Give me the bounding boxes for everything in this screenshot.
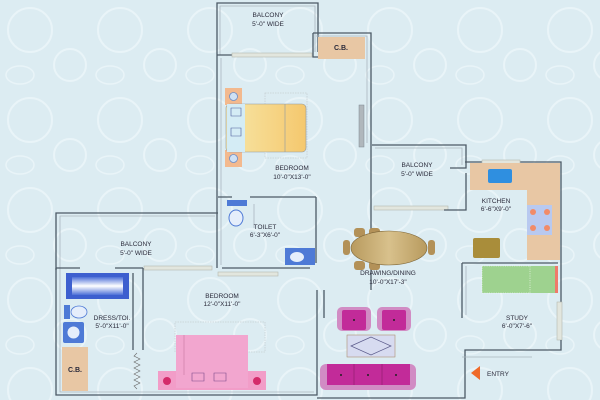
study-size: 6'-0"X7'-6" <box>502 323 533 330</box>
toilet-fixtures <box>227 200 315 265</box>
bedroom-top-size: 10'-0"X13'-0" <box>273 174 311 181</box>
dress-toilet-name: DRESS/TOI. <box>94 315 131 322</box>
bedroom-bottom-name: BEDROOM <box>205 293 239 300</box>
balcony-mid-name: BALCONY <box>401 162 433 169</box>
kitchen-name: KITCHEN <box>482 198 511 205</box>
window-left-balcony <box>143 265 213 271</box>
toilet-name: TOILET <box>254 224 277 231</box>
cupboard-bottom <box>62 347 88 391</box>
balcony-top-name: BALCONY <box>252 12 284 19</box>
cb-top-label: C.B. <box>334 45 348 52</box>
balcony-left-name: BALCONY <box>120 241 152 248</box>
study-desk <box>481 265 558 294</box>
door-top-bedroom <box>358 104 365 148</box>
window-study <box>556 301 563 341</box>
drawing-dining-size: 10'-0"X17'-3" <box>369 279 407 286</box>
toilet-size: 6'-3"X6'-0" <box>250 232 281 239</box>
drawing-dining-name: DRAWING/DINING <box>360 270 416 277</box>
sliding-curtain <box>133 352 141 390</box>
entry-arrow-icon <box>471 366 480 380</box>
room-labels: BALCONY 5'-0" WIDE C.B. BEDROOM 10'-0"X1… <box>68 12 533 378</box>
bed-top-bedroom <box>225 88 308 167</box>
kitchen-counter <box>470 163 560 260</box>
cupboard-top <box>318 37 365 59</box>
balcony-mid-size: 5'-0" WIDE <box>401 171 433 178</box>
balcony-left-size: 5'-0" WIDE <box>120 250 152 257</box>
cb-bottom-label: C.B. <box>68 367 82 374</box>
dress-toilet-size: 5'-0"X11'-0" <box>95 323 129 330</box>
dress-toilet-fixtures <box>62 273 141 391</box>
entry-label: ENTRY <box>487 371 510 378</box>
bedroom-top-name: BEDROOM <box>275 165 309 172</box>
walls <box>55 2 563 399</box>
bedroom-bottom-size: 12'-0"X11'-0" <box>204 301 242 308</box>
window-toilet <box>217 271 279 277</box>
balcony-top-size: 5'-0" WIDE <box>252 21 284 28</box>
bed-bottom-bedroom <box>158 321 266 390</box>
kitchen-size: 6'-6"X9'-0" <box>481 206 512 213</box>
sofa-set <box>320 307 416 390</box>
study-name: STUDY <box>506 315 529 322</box>
window-top-bedroom <box>231 52 313 58</box>
window-mid-balcony <box>373 205 449 211</box>
dining-table <box>343 228 435 270</box>
